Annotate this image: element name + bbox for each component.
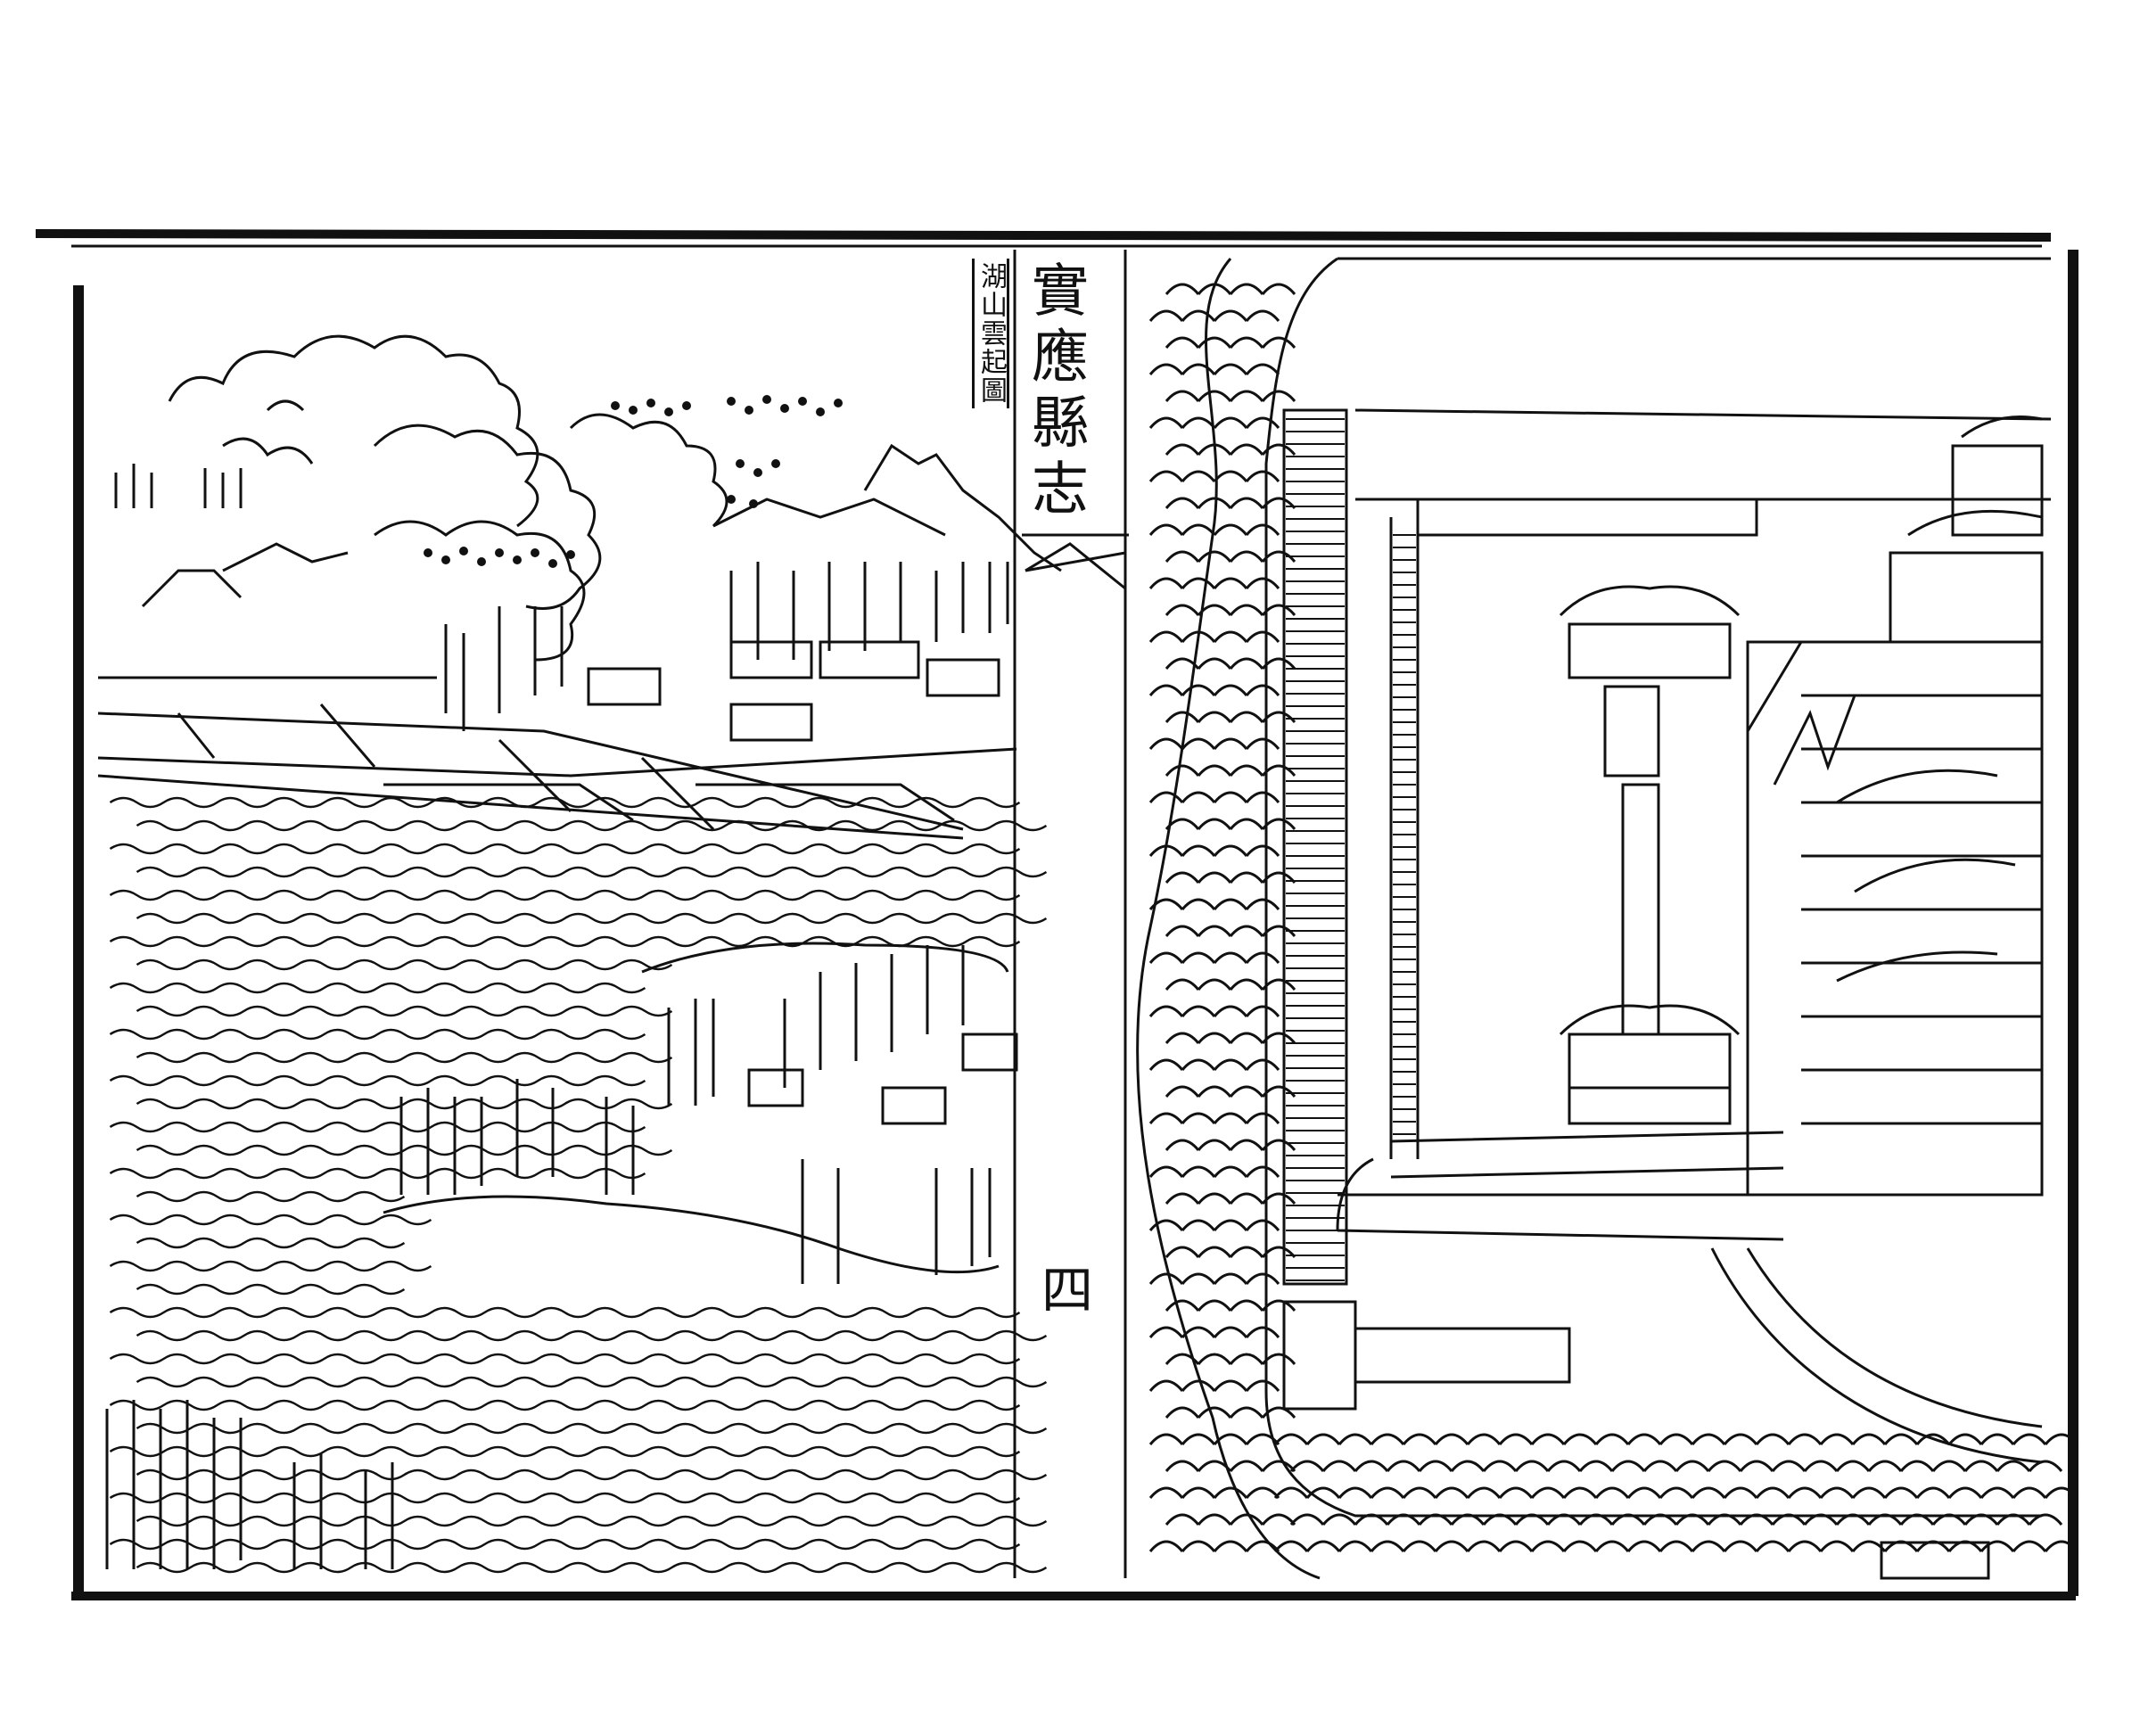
mist-dots <box>424 395 843 568</box>
village-houses <box>587 640 1000 742</box>
mountain-ridge <box>141 443 1062 608</box>
page-frame <box>35 229 2078 1600</box>
title-banner <box>1022 533 1129 590</box>
gate-tower <box>1416 498 1758 1125</box>
cloud-bank <box>168 334 728 662</box>
moat-scallops <box>1148 283 2079 1552</box>
shore-trees <box>105 1400 394 1569</box>
wall-brickwork <box>1286 418 1416 1281</box>
island-grove <box>383 942 1018 1284</box>
inner-canal <box>1282 1131 2043 1580</box>
tree-grove <box>114 464 1009 731</box>
plate-title-left: 湖山雲起圖 <box>972 259 1009 408</box>
book-title: 實應縣志 <box>1022 260 1088 524</box>
city-wall <box>1136 257 2052 1580</box>
shore-fields <box>97 676 1017 840</box>
leaf-number: 四 <box>1041 1260 1094 1321</box>
palace-complex <box>1746 415 2044 1197</box>
lake-waves <box>109 796 1048 1574</box>
